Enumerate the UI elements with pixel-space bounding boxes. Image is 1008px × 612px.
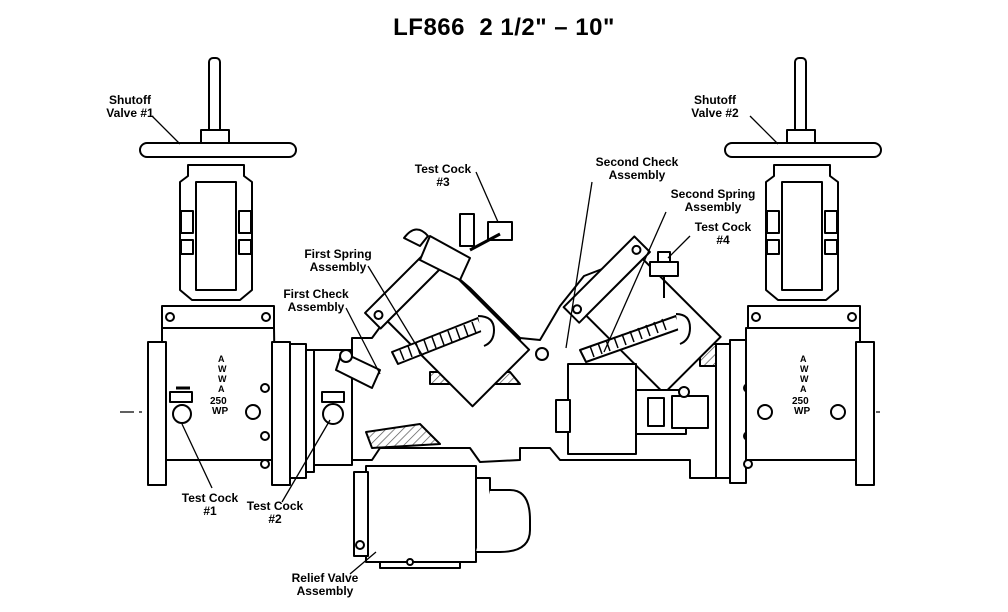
handwheel-2	[724, 142, 882, 158]
test-cock-4	[649, 251, 679, 298]
rating-bottom-left: WP	[212, 406, 228, 417]
svg-text:W: W	[218, 374, 227, 384]
shutoff-valve-2	[724, 57, 882, 486]
shutoff-valve-1	[139, 57, 297, 486]
svg-text:W: W	[218, 364, 227, 374]
awwa-mark-left: A	[218, 354, 225, 364]
rating-bottom-right: WP	[794, 406, 810, 417]
svg-text:A: A	[800, 384, 807, 394]
rating-top-left: 250	[210, 396, 227, 407]
first-spring	[391, 315, 495, 365]
label-test-cock-3: Test Cock#3	[414, 162, 472, 189]
label-test-cock-2: Test Cock#2	[246, 499, 304, 526]
label-test-cock-4: Test Cock#4	[694, 220, 752, 247]
leader-lines	[151, 115, 779, 575]
diagram-title: LF866 2 1/2" – 10"	[393, 14, 615, 41]
coupling-flange-right	[715, 343, 731, 479]
body-markings-left: A W W A 250 WP	[210, 354, 228, 417]
svg-text:W: W	[800, 364, 809, 374]
test-cock-3	[403, 213, 513, 281]
relief-valve	[353, 465, 531, 569]
svg-text:A: A	[218, 384, 225, 394]
second-check-actuator	[555, 363, 709, 455]
test-cock-2-port	[322, 403, 344, 425]
rating-top-right: 250	[792, 396, 809, 407]
svg-text:W: W	[800, 374, 809, 384]
coupling-flange-left	[289, 343, 307, 479]
handwheel-1	[139, 142, 297, 158]
label-test-cock-1: Test Cock#1	[181, 491, 239, 518]
awwa-mark-right: A	[800, 354, 807, 364]
body-markings-right: A W W A 250 WP	[792, 354, 810, 417]
second-spring	[579, 313, 691, 363]
